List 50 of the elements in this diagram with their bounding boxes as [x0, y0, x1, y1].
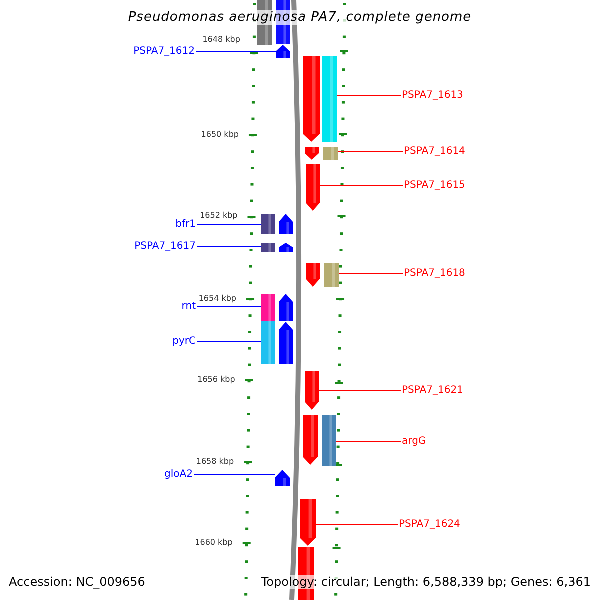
gene-label: PSPA7_1612	[134, 46, 195, 58]
gene-feature	[305, 371, 319, 410]
gene-feature	[306, 164, 320, 211]
gene-feature	[303, 56, 320, 142]
scale-label: 1652 kbp	[200, 211, 238, 221]
gene-feature	[303, 415, 318, 465]
leader-line	[196, 306, 262, 308]
gene-bar	[322, 56, 337, 142]
gene-label: rnt	[182, 301, 196, 313]
leader-line	[196, 246, 262, 248]
scale-label: 1660 kbp	[195, 538, 233, 548]
gene-bar	[261, 321, 275, 364]
gene-feature	[276, 45, 290, 58]
gene-bar	[323, 147, 338, 160]
leader-line	[318, 390, 402, 392]
accession-note: Accession: NC_009656	[9, 575, 146, 589]
gene-label: PSPA7_1613	[402, 90, 464, 102]
gene-label: gloA2	[164, 469, 193, 481]
gene-feature	[279, 214, 293, 234]
gene-label: bfr1	[176, 219, 196, 231]
gene-label: PSPA7_1614	[404, 146, 466, 158]
gene-bar	[261, 214, 275, 234]
gene-label: pyrC	[172, 336, 196, 348]
scale-label: 1658 kbp	[196, 457, 234, 467]
gene-feature	[275, 470, 290, 486]
gene-label: PSPA7_1624	[399, 519, 460, 531]
scale-label: 1654 kbp	[198, 294, 237, 304]
gene-feature	[279, 294, 293, 321]
leader-line	[316, 524, 398, 526]
gene-label: PSPA7_1617	[134, 241, 196, 253]
gene-feature	[305, 147, 319, 160]
gene-bar	[324, 263, 339, 287]
genome-summary: Topology: circular; Length: 6,588,339 bp; Genes: 6,361	[261, 575, 591, 589]
gene-feature	[300, 499, 316, 546]
gene-label: PSPA7_1618	[404, 268, 466, 280]
gene-label: PSPA7_1621	[402, 385, 464, 397]
leader-line	[194, 474, 276, 476]
gene-feature	[306, 263, 320, 287]
gene-feature	[279, 243, 293, 252]
scale-label: 1650 kbp	[201, 130, 239, 140]
gene-bar	[261, 294, 275, 321]
gene-feature	[279, 322, 293, 364]
scale-label: 1648 kbp	[202, 35, 240, 45]
gene-bar	[261, 243, 275, 252]
gene-label: argG	[402, 436, 426, 448]
title: Pseudomonas aeruginosa PA7, complete genome	[128, 10, 472, 25]
gene-label: PSPA7_1615	[404, 180, 466, 192]
gene-bar	[322, 415, 336, 466]
scale-label: 1656 kbp	[198, 375, 236, 385]
leader-line	[196, 224, 262, 226]
